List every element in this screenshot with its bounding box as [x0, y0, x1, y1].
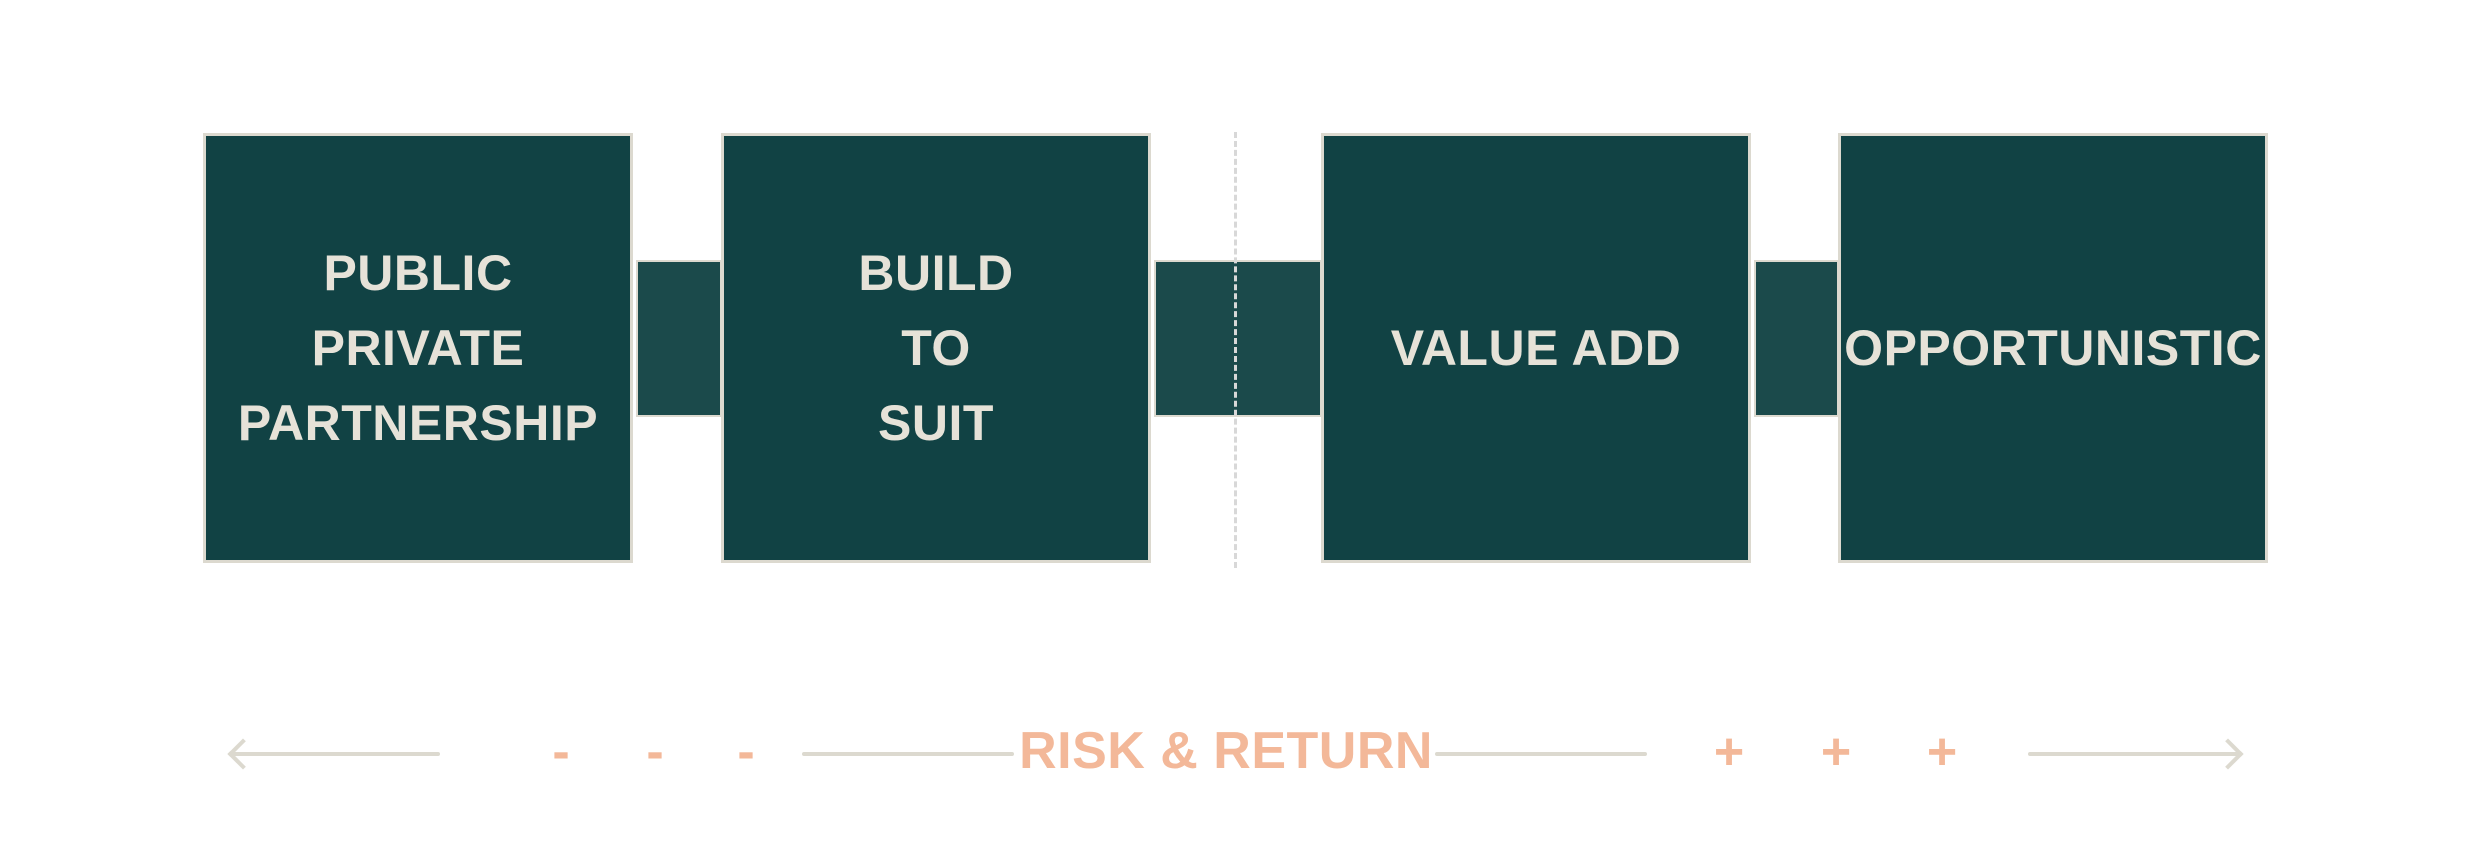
minus-sign: -	[552, 723, 570, 781]
stage-label-line: BUILD	[858, 244, 1014, 301]
stage-box-value-add: VALUE ADD	[1321, 133, 1751, 563]
axis-line-center-left	[802, 752, 1014, 756]
plus-sign: +	[1713, 723, 1745, 781]
stage-label-line: SUIT	[878, 394, 994, 451]
stage-connector	[1754, 260, 1839, 417]
dashed-divider	[1234, 132, 1237, 568]
minus-sign: -	[646, 723, 664, 781]
stage-label-line: VALUE ADD	[1390, 319, 1682, 376]
axis-line-left	[230, 752, 440, 756]
stage-connector	[1154, 260, 1322, 417]
axis-title: RISK & RETURN	[1019, 722, 1433, 780]
stage-label: BUILD TO SUIT	[858, 236, 1013, 461]
stage-label-line: TO	[901, 319, 971, 376]
stage-box-build-to-suit: BUILD TO SUIT	[721, 133, 1151, 563]
plus-sign: +	[1820, 723, 1852, 781]
stage-box-opportunistic: OPPORTUNISTIC	[1838, 133, 2268, 563]
stage-connector	[636, 260, 722, 417]
stage-label-line: PUBLIC	[323, 244, 513, 301]
axis-line-center-right	[1435, 752, 1647, 756]
stage-label-line: OPPORTUNISTIC	[1844, 319, 2262, 376]
arrow-right-icon	[2212, 738, 2244, 770]
stage-label: VALUE ADD	[1391, 311, 1682, 386]
stage-label-line: PARTNERSHIP	[237, 394, 599, 451]
stage-label: PUBLIC PRIVATE PARTNERSHIP	[238, 236, 598, 461]
axis-line-right	[2028, 752, 2238, 756]
stage-label: OPPORTUNISTIC	[1844, 311, 2262, 386]
stage-label-line: PRIVATE	[311, 319, 525, 376]
plus-sign: +	[1926, 723, 1958, 781]
stage-box-public-private-partnership: PUBLIC PRIVATE PARTNERSHIP	[203, 133, 633, 563]
minus-sign: -	[737, 723, 755, 781]
